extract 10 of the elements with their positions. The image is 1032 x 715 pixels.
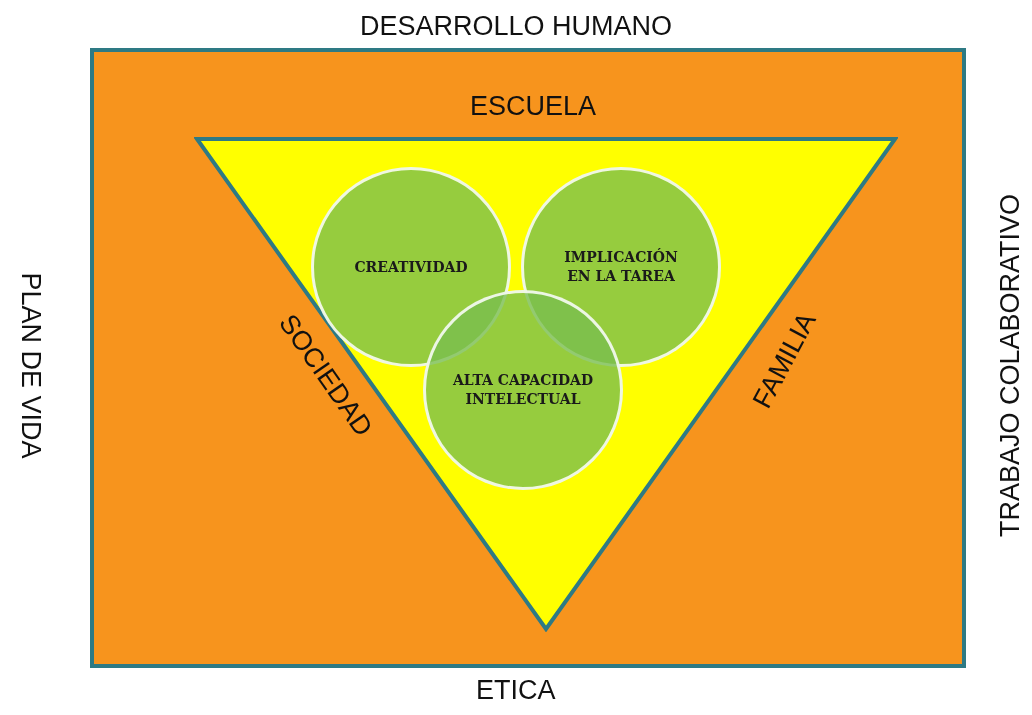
side-label: ETICA: [476, 674, 556, 706]
inverted-triangle: [194, 136, 898, 632]
circle-label: ALTA CAPACIDAD INTELECTUAL: [451, 371, 595, 409]
panel: [90, 48, 966, 668]
side-label: PLAN DE VIDA: [14, 271, 46, 459]
circle-label: IMPLICACIÓN EN LA TAREA: [563, 248, 679, 286]
side-label: DESARROLLO HUMANO: [360, 10, 673, 42]
circle-label: CREATIVIDAD: [354, 257, 468, 277]
side-label: TRABAJO COLABORATIVO: [994, 193, 1026, 537]
side-label: ESCUELA: [470, 90, 597, 122]
